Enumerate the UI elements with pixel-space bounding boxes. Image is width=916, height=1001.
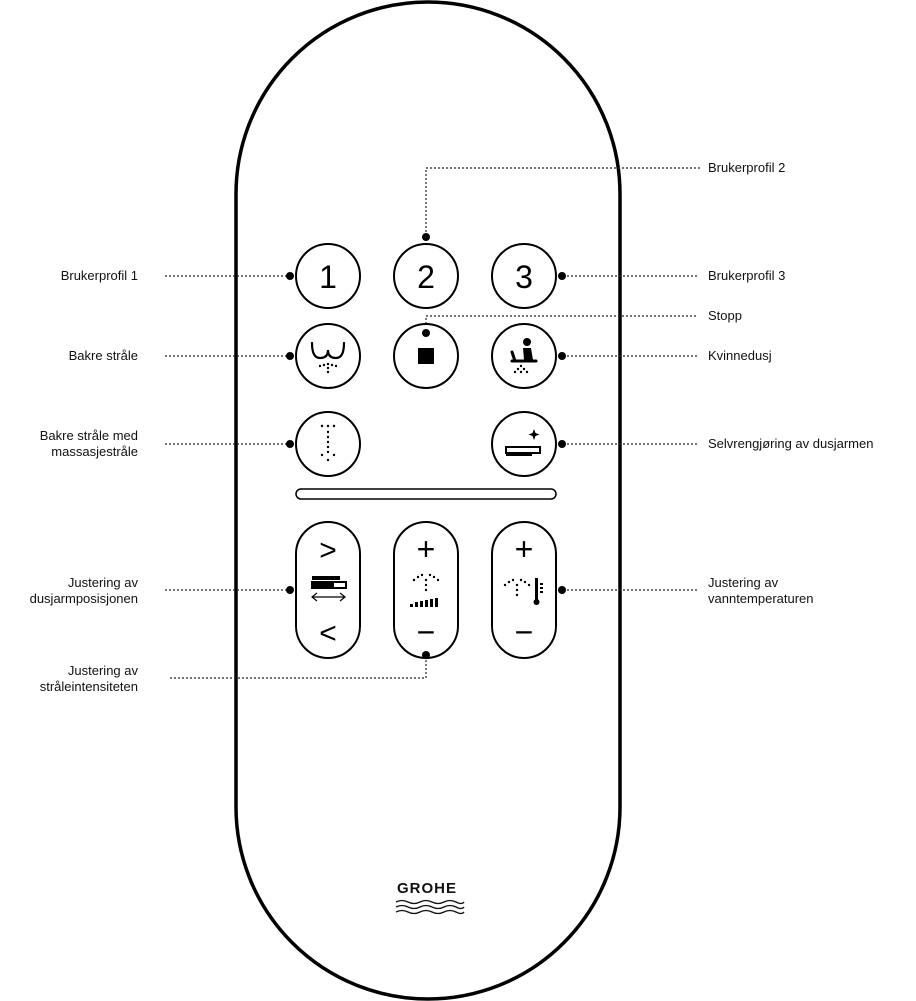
lady-shower-icon [510,338,538,374]
profile-1-label: 1 [319,259,337,295]
label-stop-text: Stopp [708,308,742,323]
profile-1-button[interactable] [295,243,361,309]
callout-profile2-line [425,167,700,236]
divider-bar [295,488,557,500]
grohe-logo-waves [395,899,465,915]
label-water-temp-line2: vanntemperaturen [708,591,814,606]
label-profile3-text: Brukerprofil 3 [708,268,786,283]
label-profile3: Brukerprofil 3 [708,268,785,284]
remote-body [234,0,622,1001]
water-temp-rocker[interactable] [491,521,557,659]
callout-dot-water-temp [558,586,566,594]
shower-arm-position-icon [311,576,347,602]
label-jet-intensity-line1: Justering av [67,663,138,678]
label-jet-intensity: Justering av stråleintensiteten [40,663,138,695]
label-arm-position: Justering av dusjarmposisjonen [30,575,138,607]
label-water-temp: Justering av vanntemperaturen [708,575,814,607]
rear-massage-button[interactable] [295,411,361,477]
callout-jet-intensity-line [168,656,427,679]
stop-icon [418,348,434,364]
profile-3-label: 3 [515,259,533,295]
temp-minus-button[interactable]: − [515,614,534,650]
rear-jet-icon [310,341,346,374]
spray-intensity-icon [410,573,440,607]
self-clean-button[interactable] [491,411,557,477]
callout-dot-rear-jet [286,352,294,360]
backward-button[interactable]: < [319,617,337,650]
forward-button[interactable]: > [319,534,337,567]
label-self-clean-text: Selvrengjøring av dusjarmen [708,436,874,451]
label-lady-shower: Kvinnedusj [708,348,772,364]
callout-dot-arm-position [286,586,294,594]
callout-dot-self-clean [558,440,566,448]
profile-3-button[interactable] [491,243,557,309]
label-profile1: Brukerprofil 1 [61,268,138,284]
rear-jet-button[interactable] [295,323,361,389]
label-stop: Stopp [708,308,742,324]
label-self-clean: Selvrengjøring av dusjarmen [708,436,873,452]
label-rear-massage-line1: Bakre stråle med [39,428,138,443]
intensity-plus-button[interactable]: + [417,531,436,567]
label-lady-shower-text: Kvinnedusj [708,348,772,363]
massage-jet-icon [320,424,336,462]
callout-dot-rear-massage [286,440,294,448]
temp-plus-button[interactable]: + [515,531,534,567]
grohe-logo-text: GROHE [396,880,457,897]
callout-dot-lady-shower [558,352,566,360]
intensity-minus-button[interactable]: − [417,614,436,650]
label-rear-jet: Bakre stråle [69,348,138,364]
label-rear-massage-line2: massasjestråle [51,444,138,459]
label-jet-intensity-line2: stråleintensiteten [39,679,138,694]
thermometer-icon [503,578,543,605]
label-rear-massage: Bakre stråle med massasjestråle [40,428,138,460]
label-profile1-text: Brukerprofil 1 [60,268,138,283]
callout-dot-stop [422,329,430,337]
label-rear-jet-text: Bakre stråle [68,348,138,363]
label-profile2: Brukerprofil 2 [708,160,785,176]
label-water-temp-line1: Justering av [708,575,779,590]
callout-dot-profile2 [422,233,430,241]
callout-dot-profile3 [558,272,566,280]
self-clean-icon [505,429,541,456]
profile-2-label: 2 [417,259,435,295]
callout-dot-jet-intensity [422,651,430,659]
label-profile2-text: Brukerprofil 2 [708,160,786,175]
profile-2-button[interactable] [393,243,459,309]
label-arm-position-line2: dusjarmposisjonen [29,591,138,606]
callout-dot-profile1 [286,272,294,280]
label-arm-position-line1: Justering av [67,575,138,590]
grohe-logo: GROHE [388,880,466,898]
arm-position-rocker[interactable] [295,521,361,659]
